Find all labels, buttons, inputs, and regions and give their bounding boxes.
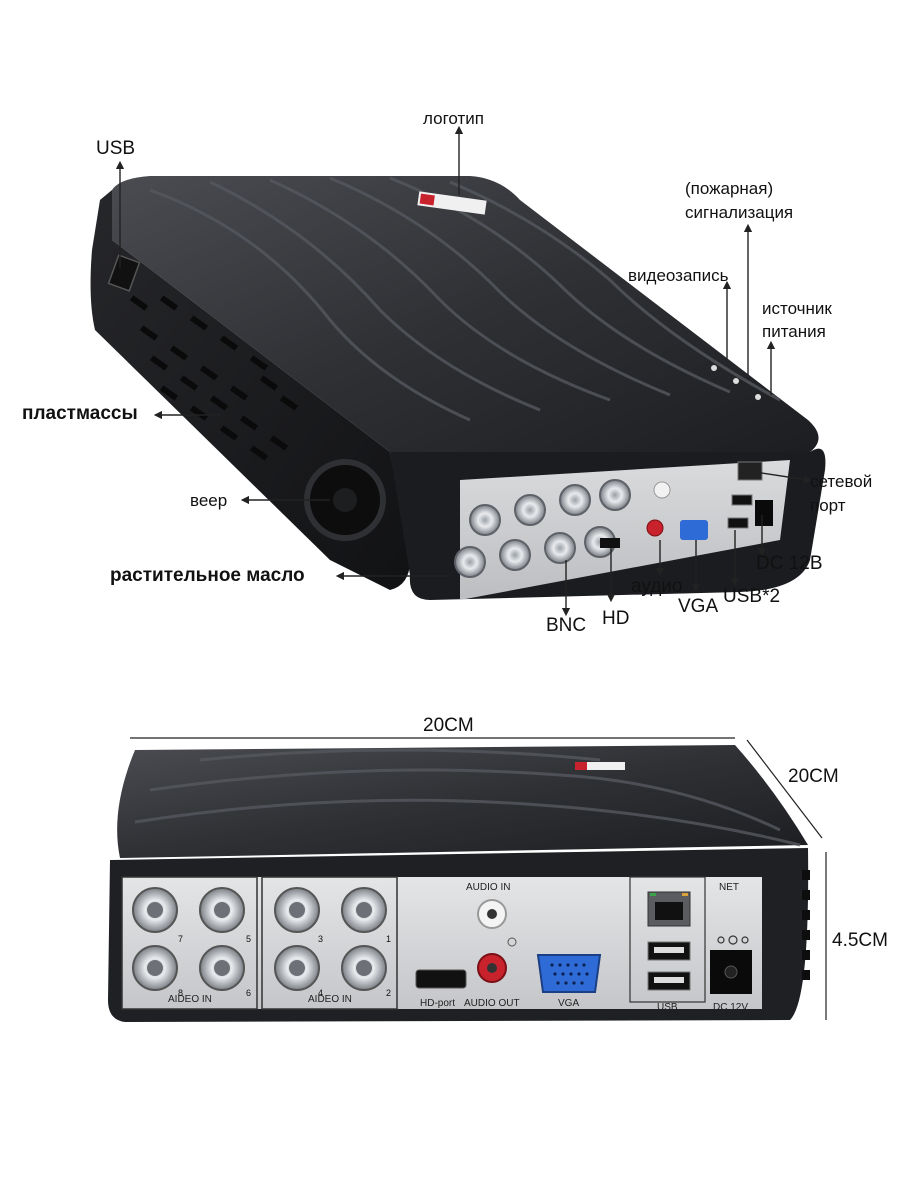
usb-panel-label: USB	[657, 1002, 678, 1013]
audio-in-label: AUDIO IN	[466, 882, 511, 893]
hd-label: HD	[602, 608, 630, 629]
dc-label: DC 12В	[756, 553, 823, 574]
hd-port	[415, 969, 467, 989]
bnc-number: 1	[386, 934, 392, 944]
vga-panel-label: VGA	[558, 998, 580, 1009]
width-dimension: 20CM	[423, 715, 474, 736]
depth-dimension: 20CM	[788, 766, 839, 787]
oil-label: растительное масло	[110, 565, 305, 586]
power-label-line2: питания	[762, 322, 826, 341]
side-usb-port	[107, 254, 141, 292]
bnc-number: 5	[246, 934, 252, 944]
bnc-number: 2	[386, 988, 392, 998]
bnc-label: BNC	[546, 615, 587, 636]
alarm-label-line2: сигнализация	[685, 203, 794, 222]
bnc-number: 4	[318, 988, 324, 998]
usb-side-label: USB	[96, 138, 136, 159]
lan-port-top	[737, 461, 763, 481]
video-in-right-label: AIDEO IN	[308, 994, 352, 1005]
network-label-line1: сетевой	[810, 472, 873, 491]
side-vents	[129, 295, 299, 461]
fan-label: веер	[190, 491, 228, 510]
bnc-number: 7	[178, 934, 184, 944]
alarm-label-line1: (пожарная)	[685, 179, 774, 198]
audio-out-label: AUDIO OUT	[464, 998, 520, 1009]
recording-label: видеозапись	[628, 266, 729, 285]
brand-logo	[417, 191, 487, 215]
usb-port-top-1	[731, 494, 753, 506]
rca-top-white	[653, 481, 671, 499]
dvr-top-view	[90, 125, 826, 617]
video-in-left-label: AIDEO IN	[168, 994, 212, 1005]
vga-port-top	[680, 520, 708, 540]
vga-label: VGA	[678, 596, 719, 617]
power-label-line1: источник	[762, 299, 832, 318]
height-dimension: 4.5CM	[832, 930, 888, 951]
audio-label: аудио	[631, 576, 683, 597]
usb-port-top-2	[727, 517, 749, 529]
top-callout-arrows	[115, 125, 813, 617]
logo-label: логотип	[423, 109, 484, 128]
dc-panel-label: DC 12V	[713, 1002, 749, 1013]
rca-top-red	[646, 519, 664, 537]
bnc-number: 6	[246, 988, 252, 998]
dvr-rear-view	[108, 737, 827, 1022]
hd-port-label: HD-port	[420, 998, 456, 1009]
hd-port-top	[600, 538, 620, 548]
dvr-rear-panel	[460, 460, 790, 600]
bnc-number: 3	[318, 934, 324, 944]
bnc-number: 8	[178, 988, 184, 998]
network-label-line2: порт	[810, 496, 846, 515]
dc-port-top	[755, 500, 773, 526]
vga-port	[536, 954, 602, 993]
net-panel-label: NET	[719, 882, 739, 893]
plastic-label: пластмассы	[22, 403, 138, 424]
usb2-label: USB*2	[723, 586, 781, 607]
dvr-top-surface	[112, 176, 819, 462]
